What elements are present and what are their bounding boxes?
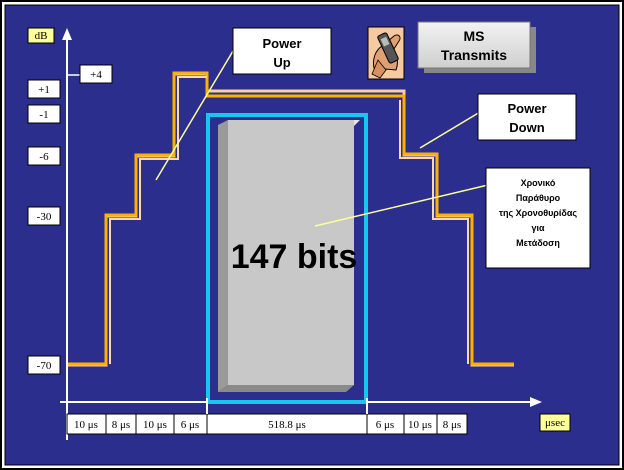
power-down-callout bbox=[477, 93, 577, 141]
power-up-edge bbox=[109, 76, 207, 364]
mobile-phone-hand-icon bbox=[367, 26, 405, 80]
y-tick-box bbox=[27, 146, 61, 166]
power-down-edge bbox=[399, 100, 469, 364]
power-up-callout bbox=[232, 27, 332, 75]
power-up-text-2: Up bbox=[273, 55, 290, 70]
x-interval-label: 10 μs bbox=[408, 419, 432, 431]
time-window-text-2: Παράθυρο bbox=[516, 193, 561, 203]
y-tick-label: +4 bbox=[90, 69, 102, 81]
time-window-frame bbox=[206, 113, 368, 404]
y-unit-box bbox=[27, 27, 55, 44]
y-tick-label: -70 bbox=[37, 360, 52, 372]
ms-transmits-callout bbox=[417, 21, 531, 69]
ms-transmits-text-1: MS bbox=[464, 28, 485, 44]
time-window-text-4: για bbox=[531, 223, 545, 233]
y-tick-label: -1 bbox=[39, 109, 48, 121]
time-window-text-3: της Χρονοθυρίδας bbox=[499, 208, 577, 218]
power-down-text-1: Power bbox=[507, 101, 546, 116]
burst-block bbox=[228, 120, 354, 385]
time-window-callout bbox=[485, 167, 591, 269]
time-window-text-1: Χρονικό bbox=[521, 178, 556, 188]
burst-block-side bbox=[218, 120, 228, 392]
y-tick-box bbox=[27, 104, 61, 124]
x-interval-label: 8 μs bbox=[443, 419, 461, 431]
y-tick-box bbox=[79, 64, 113, 84]
x-interval-label: 518.8 μs bbox=[268, 419, 306, 431]
power-up-text-1: Power bbox=[262, 36, 301, 51]
y-tick-label: -6 bbox=[39, 151, 49, 163]
x-interval-label: 8 μs bbox=[112, 419, 130, 431]
y-axis-arrow bbox=[62, 28, 72, 40]
burst-label: 147 bits bbox=[231, 238, 358, 276]
time-window-pointer bbox=[314, 184, 489, 227]
x-unit-box bbox=[539, 413, 571, 432]
y-tick-label: -30 bbox=[37, 211, 52, 223]
x-interval-label: 6 μs bbox=[181, 419, 199, 431]
y-tick-box bbox=[27, 355, 61, 375]
burst-block-bottom bbox=[218, 385, 354, 392]
y-unit-label: dB bbox=[35, 30, 48, 42]
power-curve bbox=[68, 71, 514, 366]
power-down-pointer bbox=[419, 111, 481, 149]
x-unit-label: μsec bbox=[545, 417, 565, 429]
x-axis-arrow bbox=[530, 397, 542, 407]
ms-transmits-text-2: Transmits bbox=[441, 47, 507, 63]
power-up-pointer bbox=[155, 45, 237, 181]
time-window-text-5: Μετάδοση bbox=[516, 238, 560, 248]
y-tick-box bbox=[27, 79, 61, 99]
x-interval-label: 10 μs bbox=[143, 419, 167, 431]
y-tick-label: +1 bbox=[38, 84, 50, 96]
x-interval-label: 10 μs bbox=[74, 419, 98, 431]
power-down-text-2: Down bbox=[509, 120, 544, 135]
x-interval-label: 6 μs bbox=[376, 419, 394, 431]
y-tick-box bbox=[27, 206, 61, 226]
x-interval-ruler bbox=[66, 413, 468, 435]
